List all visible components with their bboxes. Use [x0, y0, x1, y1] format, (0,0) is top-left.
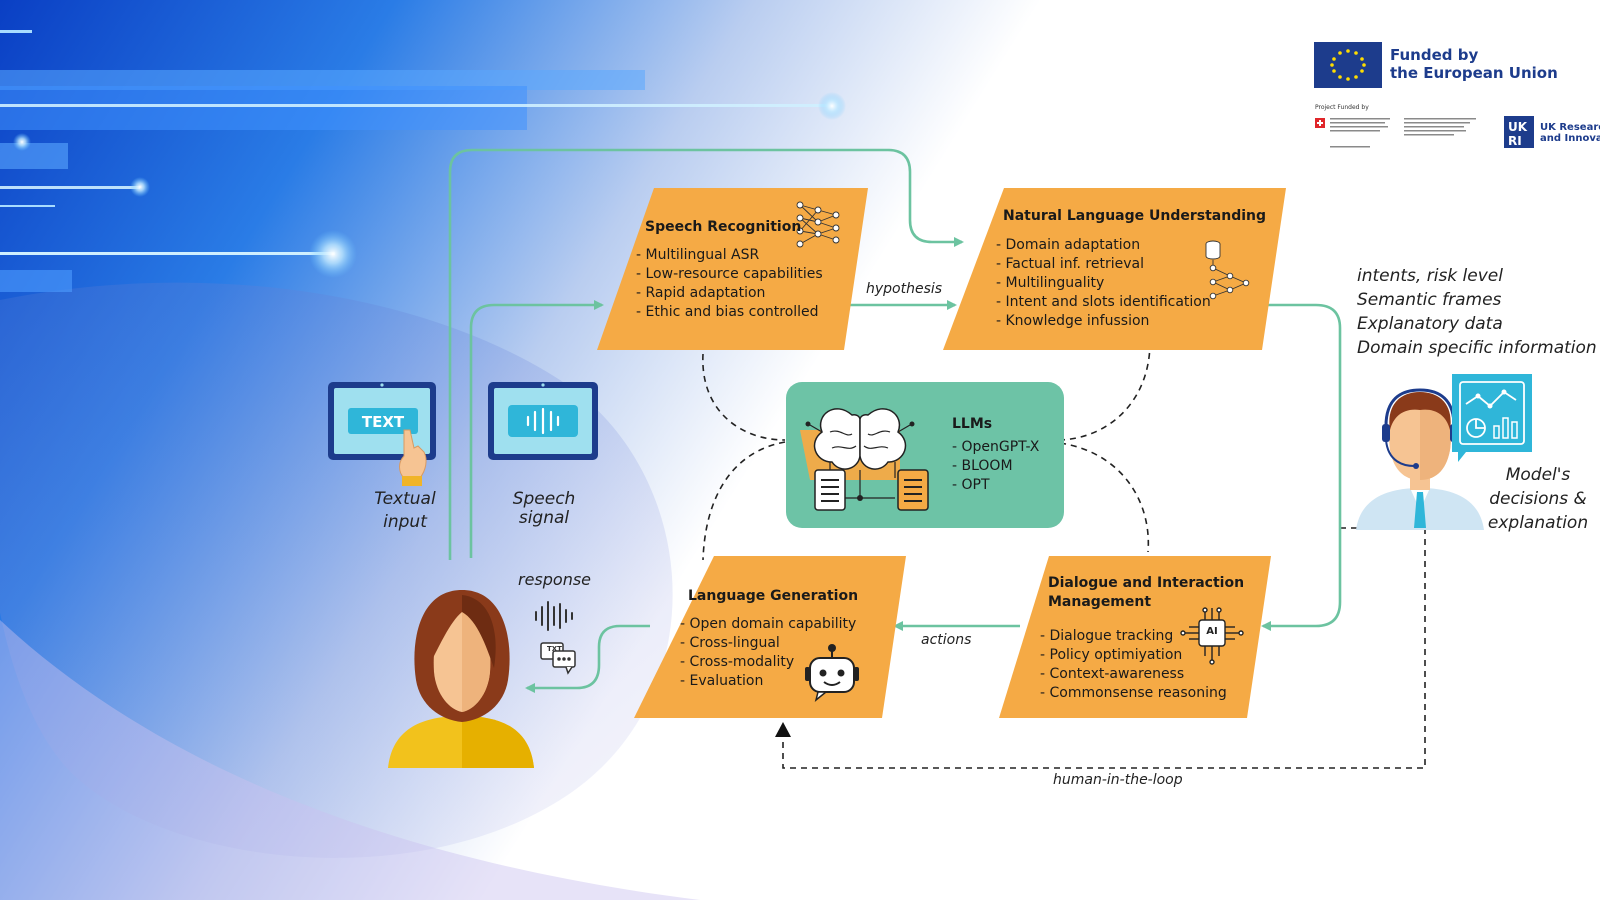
- list-item: - Knowledge infussion: [996, 313, 1150, 329]
- model-decisions-line1: Model's: [1505, 465, 1571, 485]
- dialogue-title-line2: Management: [1048, 594, 1152, 610]
- list-item: - Multilingual ASR: [636, 247, 760, 263]
- brain-documents-icon: [800, 408, 929, 511]
- list-item: Semantic frames: [1357, 290, 1502, 310]
- list-item: - Ethic and bias controlled: [636, 304, 819, 320]
- model-decisions-line2: decisions &: [1489, 489, 1587, 509]
- txt-bubble-label: TXT: [547, 645, 562, 653]
- dialogue-list: - Dialogue tracking - Policy optimiyatio…: [1040, 627, 1227, 703]
- swiss-flag-icon: [1315, 118, 1325, 128]
- dialogue-management-box: [999, 556, 1271, 718]
- list-item: - OpenGPT-X: [952, 439, 1040, 455]
- speech-signal-label-line1: Speech: [512, 489, 576, 509]
- human-in-the-loop-label: human-in-the-loop: [1053, 772, 1183, 788]
- list-item: - Policy optimiyation: [1040, 647, 1183, 663]
- text-tablet-icon: [328, 382, 436, 486]
- list-item: - Commonsense reasoning: [1040, 685, 1227, 701]
- list-item: - Multilinguality: [996, 275, 1105, 291]
- ukri-logo-icon: UK RI: [1504, 116, 1534, 148]
- nlu-outputs-list: intents, risk level Semantic frames Expl…: [1357, 264, 1597, 360]
- project-funded-by-label: Project Funded by: [1315, 104, 1369, 111]
- ai-chip-icon: [1180, 607, 1244, 665]
- user-avatar: [388, 590, 534, 768]
- response-label: response: [518, 570, 592, 589]
- speech-tablet-icon: [488, 382, 598, 460]
- nlu-box: [943, 188, 1286, 350]
- ai-chip-label: AI: [1206, 626, 1218, 637]
- text-button-label: TEXT: [361, 413, 405, 431]
- list-item: - Cross-modality: [680, 654, 795, 670]
- list-item: - Context-awareness: [1040, 666, 1185, 682]
- list-item: - OPT: [952, 477, 990, 493]
- list-item: - Dialogue tracking: [1040, 628, 1174, 644]
- neural-network-icon: [796, 201, 840, 248]
- svg-text:UK: UK: [1508, 120, 1528, 134]
- llms-list: - OpenGPT-X - BLOOM - OPT: [952, 438, 1039, 495]
- llms-title: LLMs: [952, 416, 993, 432]
- eu-funding-line2: the European Union: [1390, 64, 1558, 82]
- speech-signal-label-line2: signal: [518, 508, 570, 528]
- list-item: - Domain adaptation: [996, 237, 1141, 253]
- ukri-label-line1: UK Research: [1540, 122, 1600, 133]
- language-generation-list: - Open domain capability - Cross-lingual…: [680, 615, 856, 691]
- nlu-list: - Domain adaptation - Factual inf. retri…: [996, 236, 1211, 331]
- ukri-label-line2: and Innovation: [1540, 133, 1600, 144]
- list-item: intents, risk level: [1357, 266, 1503, 286]
- list-item: - Cross-lingual: [680, 635, 780, 651]
- list-item: - Intent and slots identification: [996, 294, 1211, 310]
- dialogue-title-line1: Dialogue and Interaction: [1048, 575, 1245, 591]
- hypothesis-label: hypothesis: [866, 281, 943, 297]
- robot-icon: [805, 644, 859, 702]
- list-item: - Open domain capability: [680, 616, 857, 632]
- list-item: Explanatory data: [1357, 314, 1503, 334]
- speech-recognition-list: - Multilingual ASR - Low-resource capabi…: [636, 246, 823, 322]
- operator-avatar: [1356, 388, 1484, 530]
- list-item: - BLOOM: [952, 458, 1013, 474]
- soundwave-icon: [535, 601, 573, 631]
- list-item: - Evaluation: [680, 673, 764, 689]
- dashboard-chart-icon: [1452, 374, 1532, 462]
- model-decisions-line3: explanation: [1487, 513, 1589, 533]
- list-item: - Low-resource capabilities: [636, 266, 823, 282]
- nlu-title: Natural Language Understanding: [1003, 208, 1267, 224]
- svg-text:RI: RI: [1508, 134, 1522, 148]
- eu-flag-icon: [1314, 42, 1382, 88]
- textual-input-label-line1: Textual: [374, 489, 436, 509]
- list-item: Domain specific information: [1357, 338, 1597, 358]
- speech-recognition-title: Speech Recognition: [645, 219, 802, 235]
- eu-funding-line1: Funded by: [1390, 46, 1479, 64]
- list-item: - Rapid adaptation: [636, 285, 766, 301]
- database-network-icon: [1205, 240, 1250, 300]
- model-decisions-label: Model's decisions & explanation: [1478, 463, 1598, 535]
- list-item: - Factual inf. retrieval: [996, 256, 1144, 272]
- language-generation-title: Language Generation: [688, 588, 859, 604]
- chat-bubbles-icon: [540, 642, 576, 675]
- actions-label: actions: [921, 632, 972, 648]
- partner-logos-fineprint: [1330, 118, 1476, 148]
- textual-input-label-line2: input: [383, 512, 427, 532]
